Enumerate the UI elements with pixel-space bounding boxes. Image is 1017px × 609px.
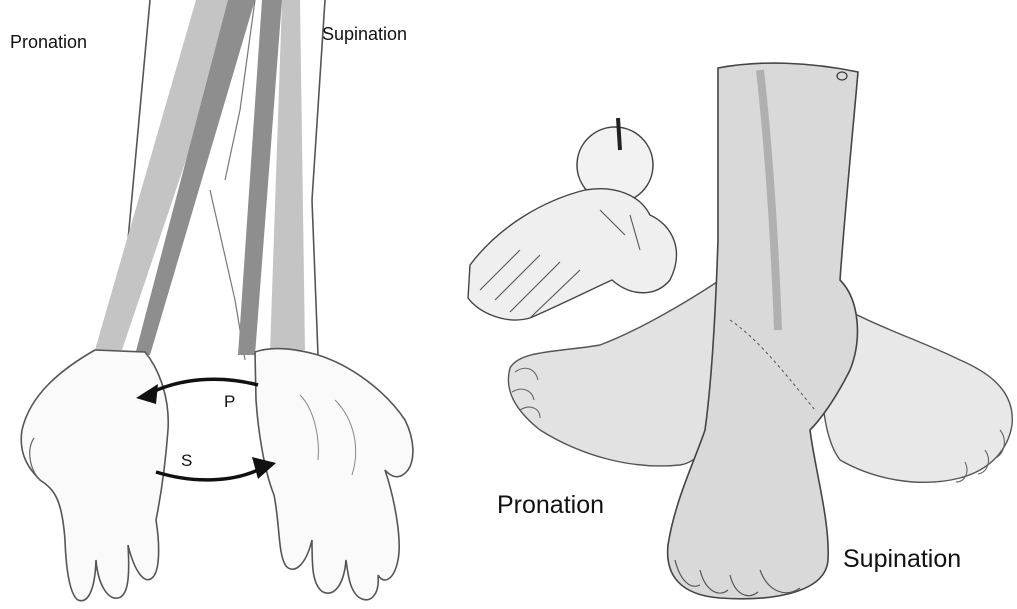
foot-supination-label: Supination xyxy=(843,545,961,574)
forearm-pronation-label: Pronation xyxy=(10,32,87,53)
supination-arrow xyxy=(156,468,262,480)
foot-pronation-label: Pronation xyxy=(497,491,604,520)
supination-arrow-label: S xyxy=(181,451,192,471)
pronation-arrow-label: P xyxy=(224,392,235,412)
left-hand xyxy=(21,350,168,601)
forearm-rotation-figure xyxy=(0,0,460,609)
forearm-illustration xyxy=(0,0,460,609)
forearm-supination-label: Supination xyxy=(322,24,407,45)
foot-skeleton xyxy=(468,118,676,320)
forearm-outline xyxy=(312,0,325,355)
right-hand xyxy=(255,349,413,600)
